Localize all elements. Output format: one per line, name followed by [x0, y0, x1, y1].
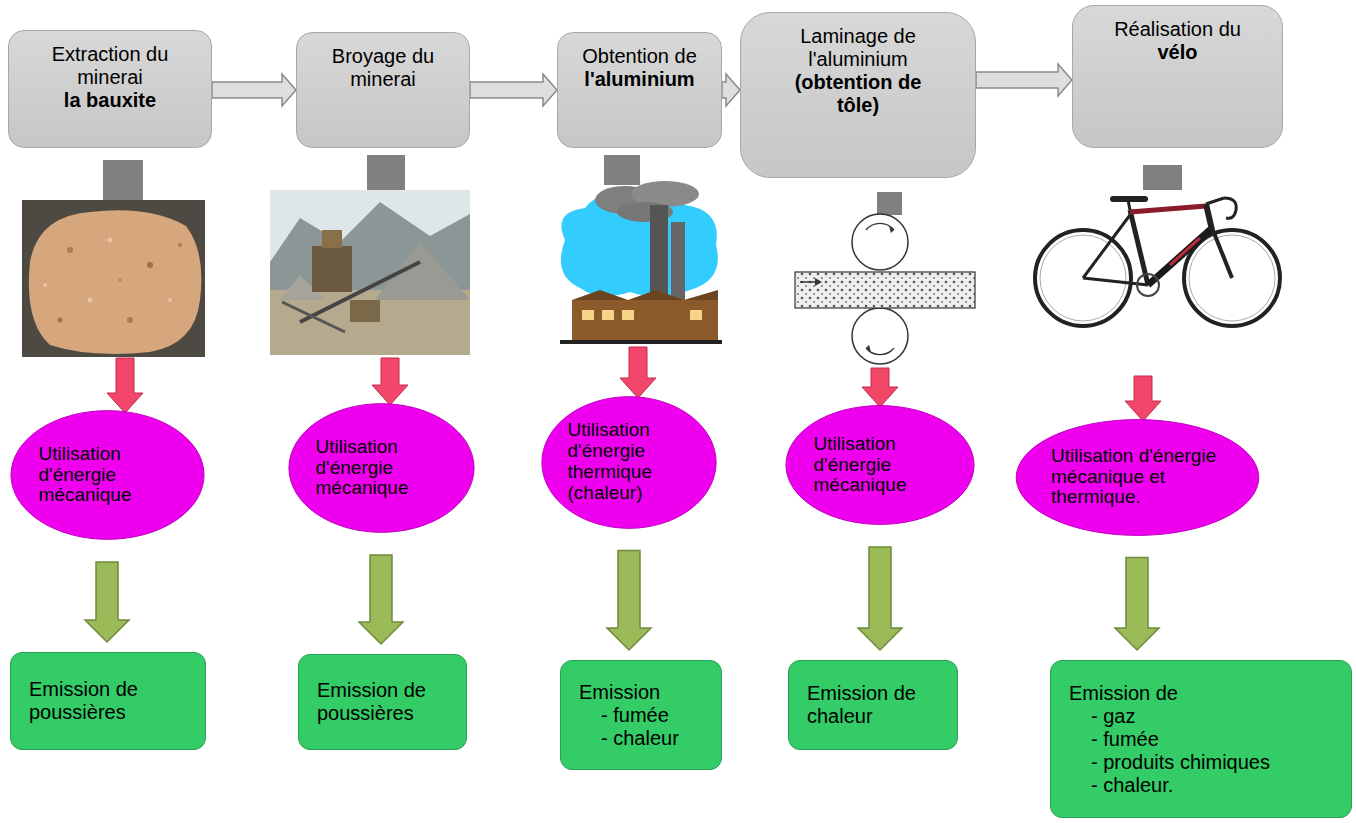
- energy-label: Utilisation d'énergie thermique (chaleur…: [568, 420, 691, 504]
- emission-arrow: [858, 547, 902, 650]
- emission-label: Emission de poussières: [317, 679, 448, 725]
- emission-label: Emission de chaleur: [807, 682, 939, 728]
- text-group: Utilisation d'énergie mécanique et therm…: [1051, 446, 1223, 509]
- emission-box: Emission de poussières: [298, 654, 467, 750]
- step-label: (obtention de tôle): [771, 71, 945, 117]
- emission-box: Emission de poussières: [10, 652, 206, 750]
- text-group: Utilisation d'énergie mécanique: [39, 444, 176, 507]
- bauxite-rock: [22, 200, 205, 357]
- factory-icon: [560, 181, 722, 344]
- energy-label: Utilisation d'énergie mécanique: [316, 437, 447, 500]
- energy-ellipse: Utilisation d'énergie thermique (chaleur…: [541, 396, 717, 529]
- energy-ellipse: Utilisation d'énergie mécanique: [10, 410, 205, 540]
- emission-item: - chaleur: [601, 727, 703, 750]
- quarry-photo: [270, 190, 470, 355]
- step-label: Laminage de l'aluminium: [771, 25, 945, 71]
- rolling-mill: [795, 214, 975, 364]
- emission-item: - fumée: [1091, 728, 1333, 751]
- emission-arrow: [607, 551, 651, 651]
- emission-item: - gaz: [1091, 705, 1333, 728]
- emission-arrow: [359, 555, 403, 644]
- energy-ellipse: Utilisation d'énergie mécanique: [288, 403, 475, 533]
- step-label: l'aluminium: [584, 68, 694, 91]
- emission-arrow: [85, 562, 129, 642]
- emission-item: - fumée: [601, 704, 703, 727]
- process-box: Réalisation duvélo: [1072, 5, 1283, 148]
- bicycle: [1035, 196, 1280, 326]
- text-group: Utilisation d'énergie thermique (chaleur…: [568, 420, 691, 504]
- emission-label: Emission de poussières: [29, 678, 187, 724]
- emission-label: Emission: [579, 681, 703, 704]
- energy-label: Utilisation d'énergie mécanique: [39, 444, 176, 507]
- step-label: Broyage du minerai: [311, 45, 455, 91]
- energy-ellipse: Utilisation d'énergie mécanique et therm…: [1015, 419, 1260, 536]
- flow-arrow: [976, 64, 1072, 96]
- text-group: Utilisation d'énergie mécanique: [814, 434, 947, 497]
- energy-ellipse: Utilisation d'énergie mécanique: [785, 405, 975, 525]
- flow-arrow: [212, 74, 296, 106]
- energy-label: Utilisation d'énergie mécanique et therm…: [1051, 446, 1223, 509]
- emission-label: Emission de: [1069, 682, 1333, 705]
- process-box: Laminage de l'aluminium(obtention de tôl…: [740, 12, 976, 178]
- step-label: vélo: [1157, 41, 1197, 64]
- text-group: Utilisation d'énergie mécanique: [316, 437, 447, 500]
- step-label: Extraction du minerai: [31, 43, 189, 89]
- flow-arrow: [722, 74, 740, 106]
- process-box: Extraction du mineraila bauxite: [8, 30, 212, 148]
- emission-item: - chaleur.: [1091, 774, 1333, 797]
- step-label: la bauxite: [64, 89, 156, 112]
- emission-box: Emission de- gaz- fumée- produits chimiq…: [1050, 660, 1352, 818]
- flow-arrow: [470, 74, 557, 106]
- emission-arrow: [1115, 558, 1159, 651]
- emission-box: Emission de chaleur: [788, 660, 958, 750]
- step-label: Obtention de: [582, 45, 697, 68]
- emission-item: - produits chimiques: [1091, 751, 1333, 774]
- process-box: Broyage du minerai: [296, 32, 470, 148]
- energy-label: Utilisation d'énergie mécanique: [814, 434, 947, 497]
- process-box: Obtention del'aluminium: [557, 32, 722, 148]
- emission-box: Emission- fumée- chaleur: [560, 660, 722, 770]
- step-label: Réalisation du: [1114, 18, 1241, 41]
